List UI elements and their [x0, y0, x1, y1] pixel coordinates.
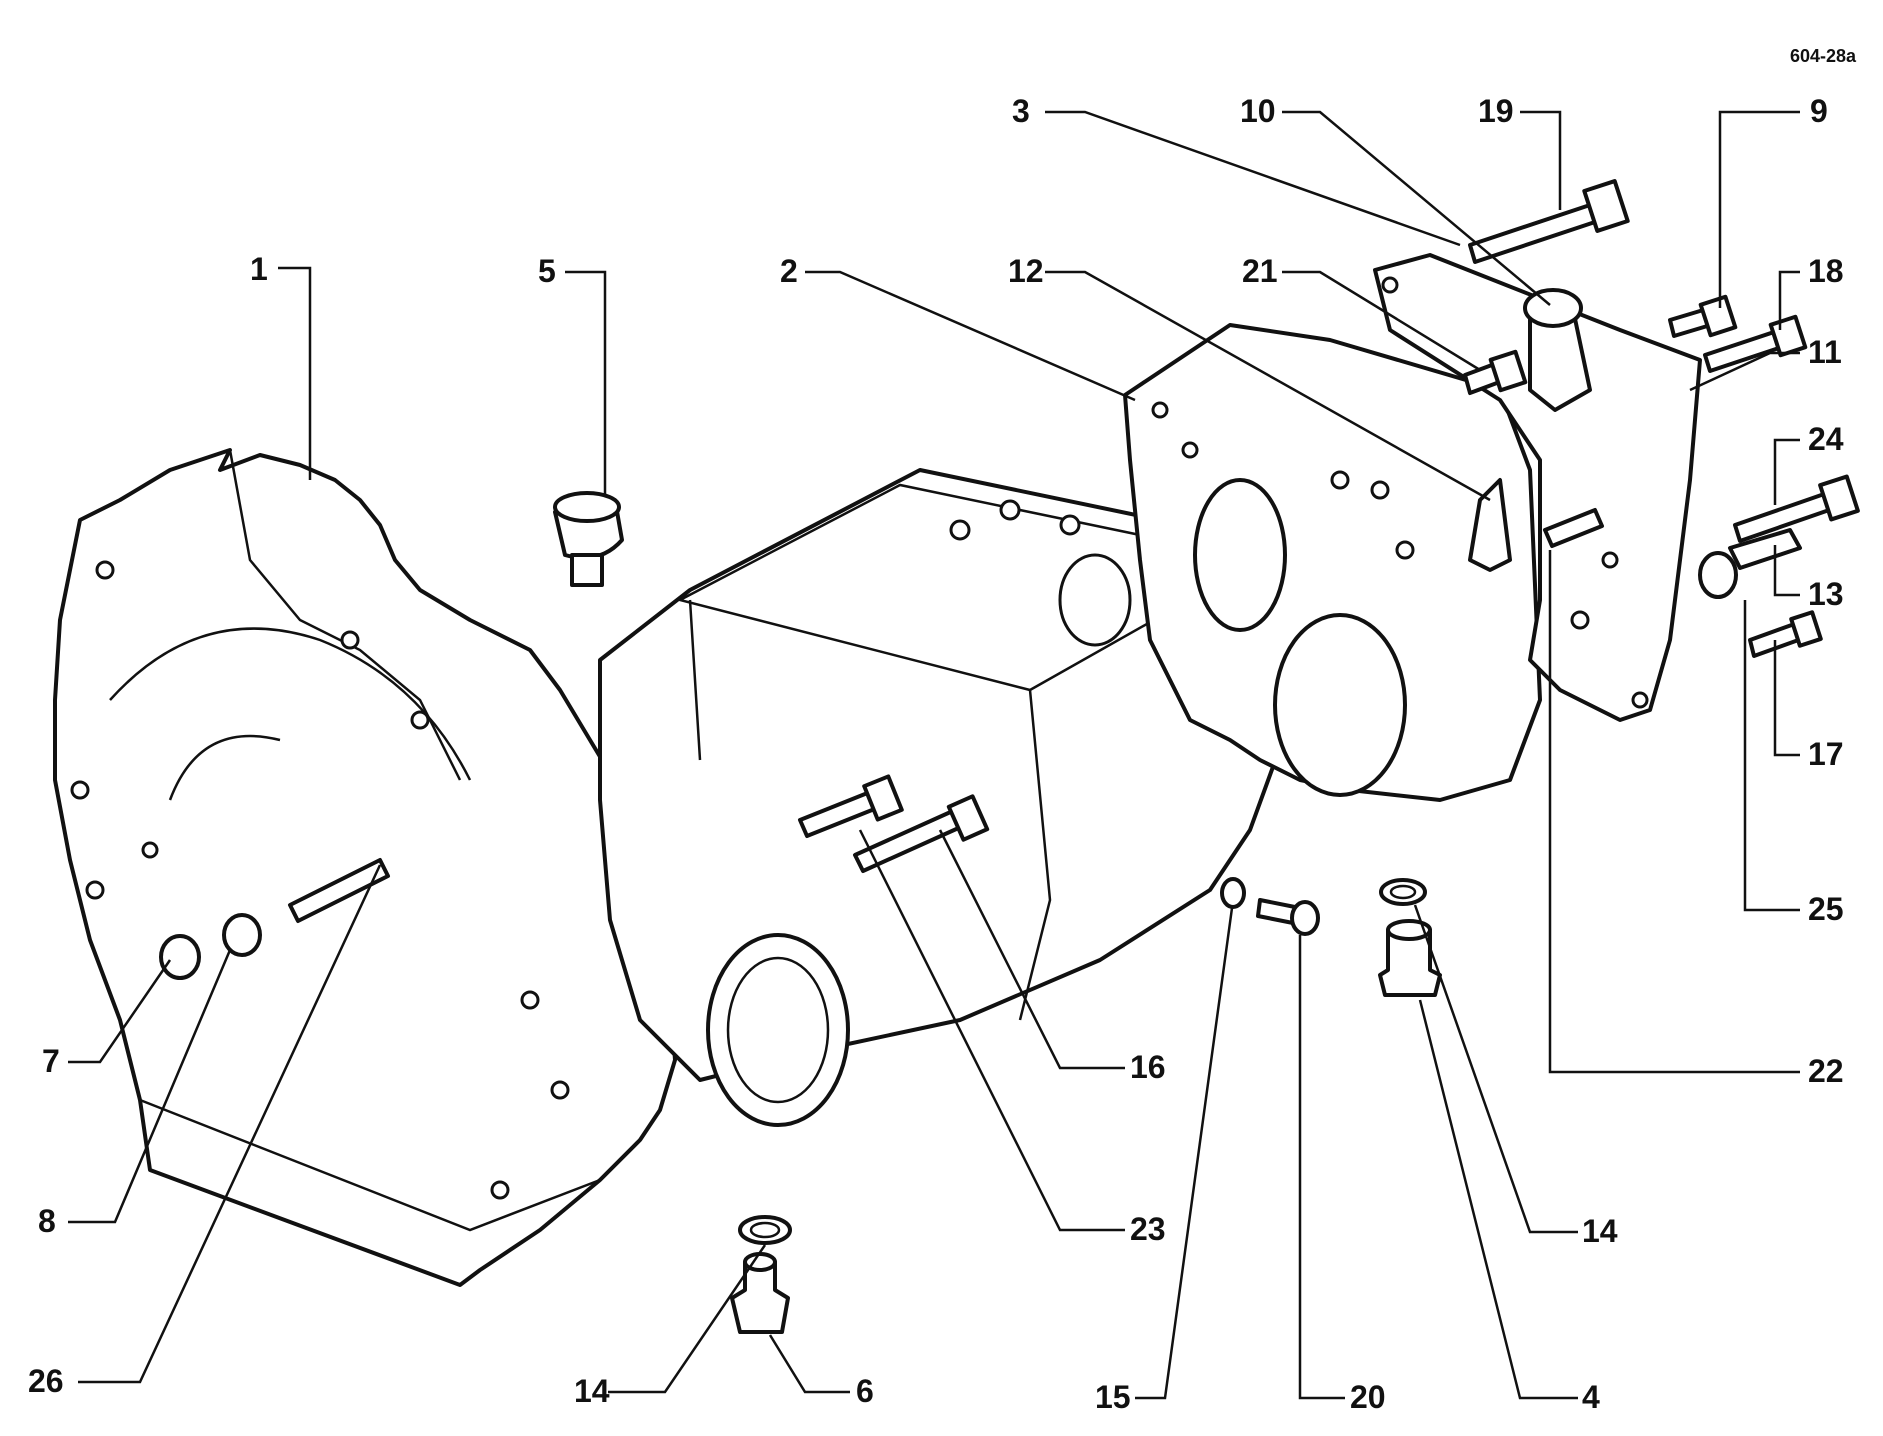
washer-14-left — [738, 1215, 792, 1245]
part-rear-cover-plate — [1373, 253, 1702, 722]
bolt-22 — [1543, 508, 1604, 548]
callout-23: 23 — [1130, 1211, 1166, 1247]
bolt-20 — [1256, 898, 1320, 936]
callout-8: 8 — [38, 1203, 56, 1239]
callout-1: 1 — [250, 251, 268, 287]
leader-lines — [68, 110, 1800, 1400]
callout-12: 12 — [1008, 253, 1044, 289]
leader-20 — [1298, 935, 1345, 1400]
leader-2 — [805, 270, 1136, 402]
callout-10: 10 — [1240, 93, 1276, 129]
nut-7 — [159, 934, 201, 980]
leader-11 — [1689, 351, 1800, 392]
callout-18: 18 — [1808, 253, 1844, 289]
leader-14b — [1413, 904, 1578, 1234]
leader-4 — [1418, 999, 1578, 1400]
drawing-reference: 604-28a — [1790, 46, 1857, 66]
leader-17 — [1773, 640, 1800, 757]
callout-15: 15 — [1095, 1379, 1131, 1415]
callout-9: 9 — [1810, 93, 1828, 129]
part-breather-cap — [553, 491, 624, 587]
bolt-16 — [853, 794, 990, 873]
leader-15 — [1135, 907, 1234, 1400]
callout-4: 4 — [1582, 1379, 1600, 1415]
leader-10 — [1282, 110, 1551, 306]
leader-5 — [565, 270, 607, 495]
drain-plug-4 — [1378, 919, 1442, 997]
callout-labels: 1 5 2 3 10 19 9 12 21 18 11 24 13 17 25 … — [28, 93, 1844, 1415]
leader-13 — [1773, 545, 1800, 597]
part-speedo-sleeve — [1523, 288, 1592, 412]
bolt-19 — [1468, 179, 1630, 264]
bolt-21 — [1463, 349, 1528, 395]
callout-14-right: 14 — [1582, 1213, 1618, 1249]
callout-22: 22 — [1808, 1053, 1844, 1089]
leader-7 — [68, 959, 172, 1064]
callout-11: 11 — [1808, 334, 1842, 370]
leader-14a — [608, 1244, 767, 1394]
nut-25 — [1698, 551, 1738, 599]
leader-22 — [1548, 550, 1800, 1074]
callout-2: 2 — [780, 253, 798, 289]
callout-19: 19 — [1478, 93, 1514, 129]
leader-9 — [1718, 110, 1800, 308]
stud-26 — [288, 858, 390, 923]
callout-20: 20 — [1350, 1379, 1386, 1415]
callout-24: 24 — [1808, 421, 1844, 457]
leader-1 — [278, 266, 312, 480]
callout-17: 17 — [1808, 736, 1844, 772]
washer-8 — [222, 913, 262, 957]
leader-19 — [1520, 110, 1562, 210]
callout-7: 7 — [42, 1043, 60, 1079]
bolt-23 — [798, 774, 904, 838]
leader-16 — [938, 829, 1125, 1070]
callout-3: 3 — [1012, 93, 1030, 129]
callout-25: 25 — [1808, 891, 1844, 927]
part-speedo-pinion — [1468, 478, 1512, 572]
leader-26 — [78, 864, 382, 1384]
leader-21 — [1282, 270, 1481, 372]
bolt-13 — [1728, 528, 1802, 570]
callout-21: 21 — [1242, 253, 1278, 289]
bolt-17 — [1748, 610, 1823, 658]
bolt-9 — [1668, 294, 1738, 338]
leader-12 — [1045, 270, 1491, 502]
bolt-24 — [1733, 474, 1860, 543]
leader-8 — [68, 949, 232, 1224]
leader-25 — [1743, 600, 1800, 912]
callout-16: 16 — [1130, 1049, 1166, 1085]
part-intermediate-housing — [1123, 323, 1542, 802]
callout-5: 5 — [538, 253, 556, 289]
washer-15 — [1220, 877, 1246, 909]
part-gearbox-case — [598, 468, 1292, 1127]
callout-13: 13 — [1808, 576, 1844, 612]
callout-14-left: 14 — [574, 1373, 610, 1409]
leader-18 — [1778, 270, 1800, 330]
drain-plug-6 — [730, 1252, 790, 1334]
leader-6 — [768, 1334, 850, 1394]
leader-23 — [858, 829, 1125, 1232]
leader-3 — [1045, 110, 1461, 247]
washer-14-right — [1379, 878, 1427, 906]
callout-6: 6 — [856, 1373, 874, 1409]
callout-26: 26 — [28, 1363, 64, 1399]
leader-24 — [1773, 438, 1800, 505]
